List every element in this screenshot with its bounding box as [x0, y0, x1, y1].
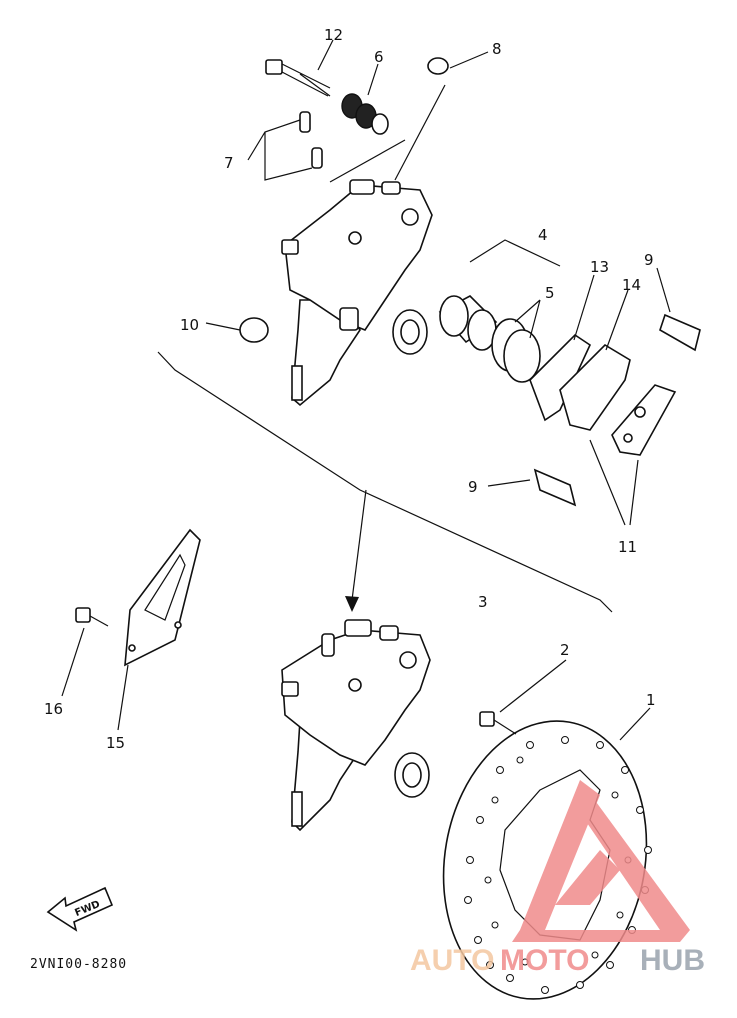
plug — [239, 317, 269, 343]
callout-9-upper: 9 — [644, 251, 654, 269]
callout-15: 15 — [106, 734, 125, 752]
pad-spring-lower — [533, 468, 577, 507]
pad-backing — [611, 384, 677, 456]
watermark-auto: AUTO — [410, 944, 494, 977]
watermark-moto: MOTO — [500, 944, 589, 977]
bleed-screws — [299, 111, 323, 169]
caliper-bolt — [265, 59, 331, 97]
cap — [427, 57, 449, 75]
callout-1: 1 — [646, 691, 656, 709]
callout-5: 5 — [545, 284, 555, 302]
dust-boot — [341, 93, 389, 135]
watermark-hub: HUB — [640, 944, 705, 977]
callout-9-lower: 9 — [468, 478, 478, 496]
piston — [438, 295, 498, 351]
disc-bolt — [479, 711, 517, 735]
dust-seal — [503, 329, 541, 383]
protector-plate — [124, 528, 201, 667]
callout-12: 12 — [324, 26, 343, 44]
callout-11: 11 — [618, 538, 637, 556]
callout-2: 2 — [560, 641, 570, 659]
diagram-code: 2VNI00-8280 — [30, 957, 127, 972]
callout-7: 7 — [224, 154, 234, 172]
leader-lines — [205, 39, 671, 526]
callout-6: 6 — [374, 48, 384, 66]
callout-16: 16 — [44, 700, 63, 718]
callout-labels: 12 6 8 7 4 9 13 14 5 10 9 11 3 2 1 16 15 — [44, 26, 656, 752]
callout-14: 14 — [622, 276, 641, 294]
callout-8: 8 — [492, 40, 502, 58]
assembly-arrow — [345, 489, 367, 612]
callout-4: 4 — [538, 226, 548, 244]
brake-pad — [559, 343, 631, 431]
plate-bolt — [75, 607, 109, 627]
forward-arrow-icon: FWD — [46, 886, 114, 932]
pad-spring-upper — [659, 313, 701, 352]
callout-3: 3 — [478, 593, 488, 611]
assembled-caliper — [281, 619, 431, 832]
upper-caliper-assembly — [157, 57, 701, 613]
watermark: AUTO MOTO HUB — [410, 780, 705, 977]
callout-10: 10 — [180, 316, 199, 334]
callout-13: 13 — [590, 258, 609, 276]
